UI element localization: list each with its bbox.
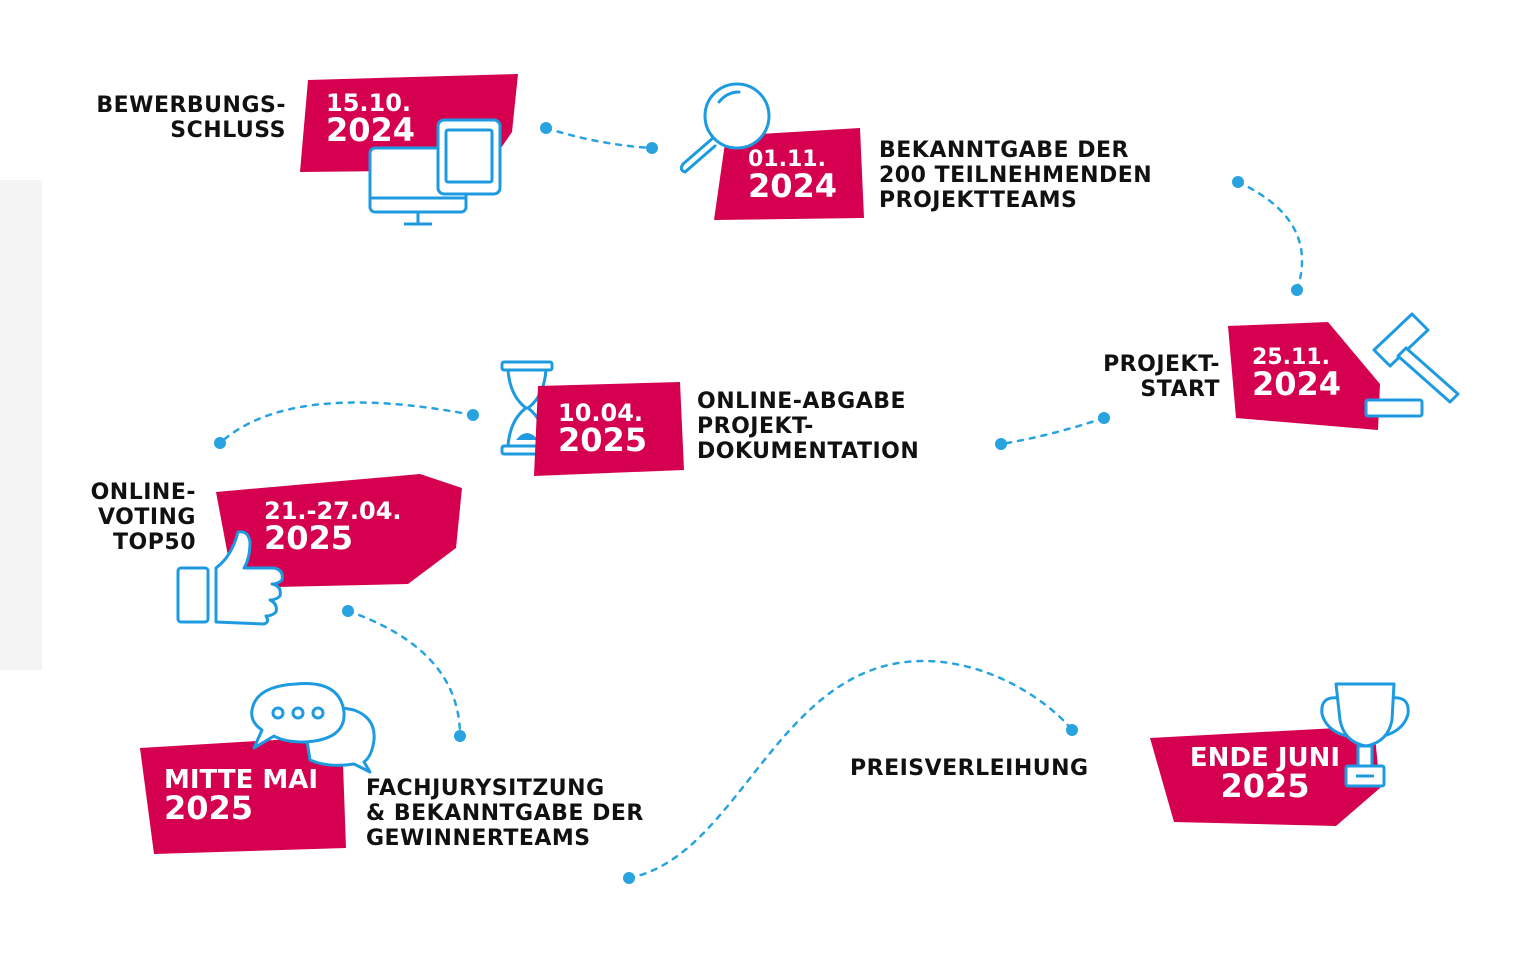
milestone-label-online-abgabe: ONLINE-ABGABE PROJEKT- DOKUMENTATION — [697, 389, 920, 464]
milestone-label-bewerbungsschluss: BEWERBUNGS- SCHLUSS — [96, 93, 286, 143]
date-line: 2025 — [264, 518, 354, 557]
date-line: 01.11. — [748, 147, 826, 172]
milestone-label-online-voting: ONLINE- VOTING TOP50 — [90, 480, 196, 555]
magnifier-icon — [679, 82, 771, 174]
date-badge-ende-juni-2025: ENDE JUNI 2025 — [1150, 726, 1380, 830]
chat-bubbles-icon — [250, 682, 376, 774]
connector-2-3 — [1236, 180, 1304, 292]
milestone-label-preisverleihung: PREISVERLEIHUNG — [850, 756, 1089, 781]
connector-dot — [1066, 724, 1078, 736]
connector-dot — [467, 409, 479, 421]
date-line: 2024 — [326, 110, 416, 149]
connector-dot — [214, 437, 226, 449]
milestone-label-fachjurysitzung: FACHJURYSITZUNG & BEKANNTGABE DER GEWINN… — [366, 776, 644, 851]
date-badge-25-11-2024: 25.11. 2024 — [1228, 322, 1388, 432]
connector-dot — [540, 122, 552, 134]
connector-dot — [623, 872, 635, 884]
connector-dot — [454, 730, 466, 742]
connector-5-6 — [346, 609, 462, 738]
connector-dot — [995, 438, 1007, 450]
date-line: 2025 — [1220, 766, 1310, 805]
connector-3-4 — [999, 416, 1106, 446]
date-line: 2024 — [748, 166, 838, 205]
date-badge-mitte-mai-2025: MITTE MAI 2025 — [140, 736, 346, 854]
date-line: 2024 — [1252, 364, 1342, 403]
date-line: MITTE MAI — [164, 765, 319, 795]
edge-shade — [0, 180, 42, 670]
milestone-label-bekanntgabe: BEKANNTGABE DER 200 TEILNEHMENDEN PROJEK… — [879, 138, 1153, 213]
date-line: 15.10. — [326, 89, 412, 117]
date-badge-10-04-2025: 10.04. 2025 — [534, 380, 684, 478]
date-line: 2025 — [558, 420, 648, 459]
connector-dot — [646, 142, 658, 154]
devices-icon — [368, 118, 502, 226]
trophy-icon — [1320, 682, 1410, 788]
connector-dot — [342, 605, 354, 617]
date-line: 10.04. — [558, 399, 644, 427]
connector-6-7 — [627, 659, 1074, 880]
connector-dot — [1232, 176, 1244, 188]
milestone-label-projektstart: PROJEKT- START — [1103, 352, 1220, 402]
date-badge-01-11-2024: 01.11. 2024 — [714, 128, 864, 222]
date-line: 25.11. — [1252, 345, 1330, 370]
connector-dot — [1291, 284, 1303, 296]
date-line: ENDE JUNI — [1189, 743, 1341, 773]
gavel-icon — [1364, 312, 1460, 418]
connector-dot — [1098, 412, 1110, 424]
thumbs-up-icon — [176, 530, 284, 626]
connector-1-2 — [544, 126, 654, 150]
date-line: 21.-27.04. — [264, 497, 402, 525]
connector-4-5 — [218, 401, 475, 445]
date-line: 2025 — [164, 788, 254, 827]
date-badge-21-27-04-2025: 21.-27.04. 2025 — [216, 474, 464, 590]
